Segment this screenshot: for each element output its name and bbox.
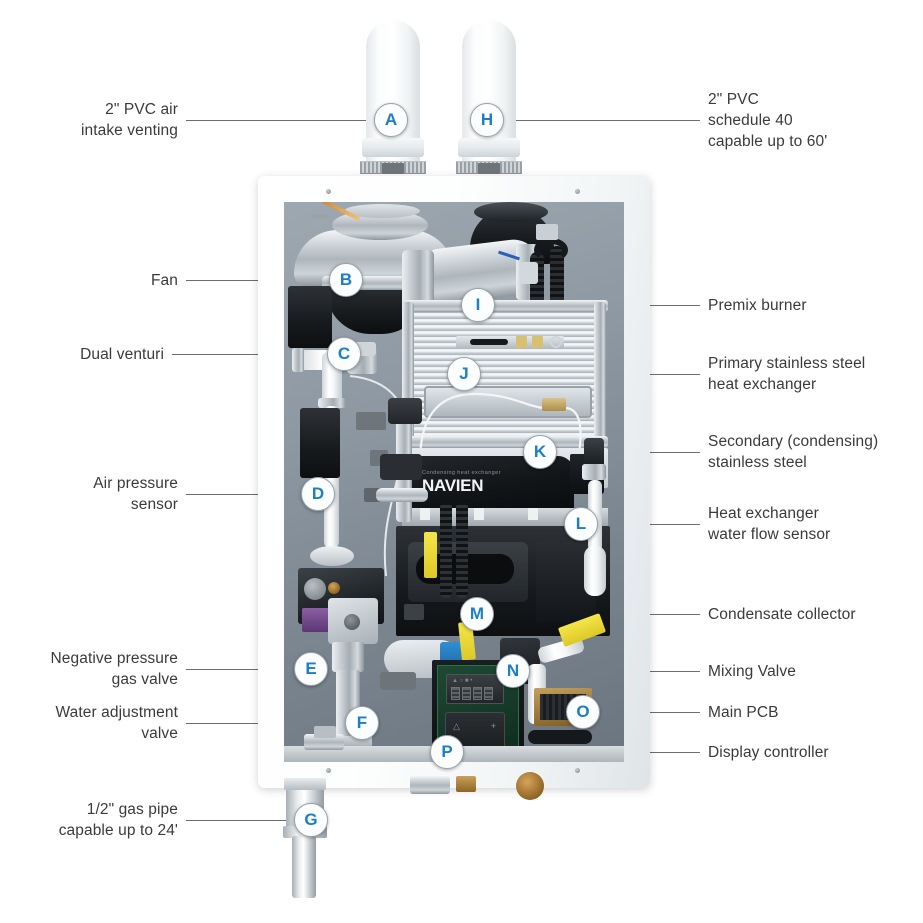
label-main-pcb: Main PCB (708, 704, 779, 721)
brass-port (456, 776, 476, 792)
label-heat-exchanger-water-flow-sensor: Heat exchanger water flow sensor (708, 505, 831, 543)
marker-c[interactable]: C (327, 337, 361, 371)
marker-m[interactable]: M (460, 597, 494, 631)
label-gas-pipe: 1/2" gas pipe capable up to 24' (58, 801, 178, 839)
marker-o[interactable]: O (566, 695, 600, 729)
marker-p[interactable]: P (430, 735, 464, 769)
label-pvc-schedule-40: 2" PVC schedule 40 capable up to 60' (708, 91, 828, 150)
label-primary-heat-exchanger: Primary stainless steel heat exchanger (708, 355, 866, 393)
label-water-adjustment-valve: Water adjustment valve (55, 704, 178, 742)
marker-h[interactable]: H (470, 103, 504, 137)
leader-line-h (510, 120, 700, 121)
label-dual-venturi: Dual venturi (80, 346, 164, 363)
marker-n[interactable]: N (496, 654, 530, 688)
brand-wordmark: NAVIEN (422, 476, 484, 495)
marker-k[interactable]: K (523, 435, 557, 469)
marker-i[interactable]: I (461, 288, 495, 322)
label-secondary-condensing: Secondary (condensing) stainless steel (708, 433, 879, 471)
label-condensate-collector: Condensate collector (708, 606, 856, 623)
label-air-pressure-sensor: Air pressure sensor (93, 475, 178, 513)
marker-e[interactable]: E (294, 652, 328, 686)
marker-b[interactable]: B (329, 263, 363, 297)
label-negative-pressure-gas-valve: Negative pressure gas valve (50, 650, 178, 688)
label-fan: Fan (150, 272, 178, 289)
marker-f[interactable]: F (345, 706, 379, 740)
cabinet-interior: Condensing heat exchanger NAVIEN (284, 202, 624, 762)
water-port (410, 776, 450, 794)
marker-j[interactable]: J (447, 357, 481, 391)
label-pvc-air-intake-venting: 2" PVC air intake venting (80, 101, 178, 139)
leader-line-g (186, 820, 303, 821)
leader-line-c (172, 354, 327, 355)
marker-a[interactable]: A (374, 103, 408, 137)
label-display-controller: Display controller (708, 744, 829, 761)
leader-line-d (186, 494, 301, 495)
marker-g[interactable]: G (294, 803, 328, 837)
plate-caption: Condensing heat exchanger (422, 470, 501, 476)
marker-l[interactable]: L (564, 507, 598, 541)
leader-line-o (600, 712, 700, 713)
leader-line-b (186, 280, 329, 281)
gas-connection-port (516, 772, 544, 800)
label-mixing-valve: Mixing Valve (708, 663, 796, 680)
leader-line-e (186, 669, 303, 670)
leader-line-a (186, 120, 369, 121)
label-premix-burner: Premix burner (708, 297, 807, 314)
marker-d[interactable]: D (301, 477, 335, 511)
heater-cabinet: Condensing heat exchanger NAVIEN (258, 176, 650, 800)
